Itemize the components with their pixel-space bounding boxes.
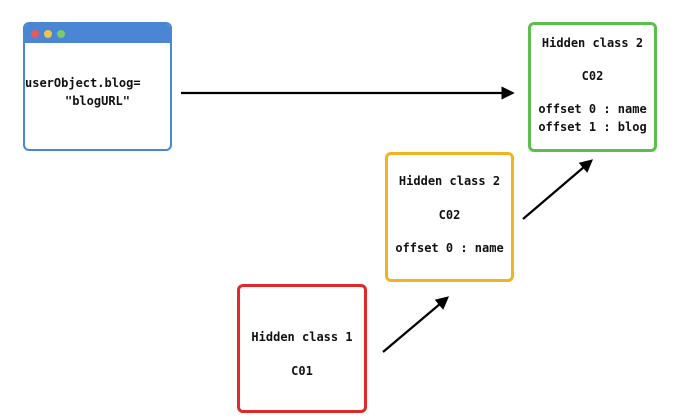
- hidden-class-title: Hidden class 2: [541, 36, 644, 50]
- hidden-class-offset-0: offset 0 : name: [395, 241, 504, 255]
- hidden-class-title: Hidden class 2: [398, 174, 501, 188]
- hidden-class-box-green: Hidden class 2 C02 offset 0 : name offse…: [528, 22, 657, 152]
- browser-window: userObject.blog= "blogURL": [23, 22, 172, 151]
- hidden-class-id: C02: [581, 69, 604, 83]
- hidden-class-offset-0: offset 0 : name: [538, 102, 647, 116]
- hidden-class-offset-1: offset 1 : blog: [538, 120, 647, 134]
- browser-code-line-1: userObject.blog=: [25, 76, 141, 90]
- hidden-class-title: Hidden class 1: [251, 330, 353, 344]
- minimize-dot-icon: [44, 30, 52, 38]
- browser-titlebar: [25, 24, 170, 43]
- hidden-class-box-yellow: Hidden class 2 C02 offset 0 : name: [385, 152, 514, 282]
- hidden-class-id: C01: [291, 364, 313, 378]
- browser-code-line-2: "blogURL": [64, 94, 131, 108]
- close-dot-icon: [31, 30, 39, 38]
- hidden-class-id: C02: [438, 208, 461, 222]
- arrow-red-to-yellow: [382, 296, 450, 353]
- arrow-yellow-to-green: [522, 159, 594, 220]
- hidden-class-box-red: Hidden class 1 C01: [237, 284, 367, 413]
- maximize-dot-icon: [57, 30, 65, 38]
